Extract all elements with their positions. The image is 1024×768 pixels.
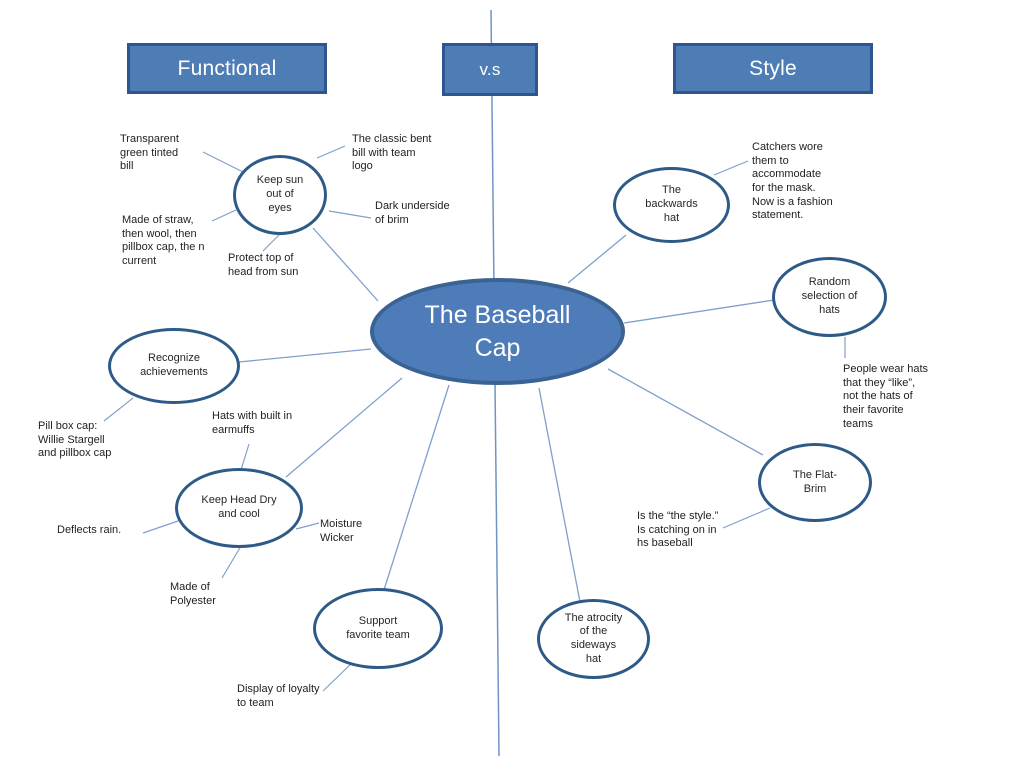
note-catchers: Catchers wore them to accommodate for th… — [752, 141, 833, 222]
connector-keep-sun-transparent-bill — [202, 151, 244, 173]
note-is-the-style: Is the “the style.” Is catching on in hs… — [637, 510, 719, 550]
note-people-wear: People wear hats that they “like”, not t… — [843, 363, 928, 430]
connector-keep-sun-classic-bill — [316, 145, 346, 159]
connector-central-support-team — [382, 384, 450, 594]
node-keep-head-dry: Keep Head Dry and cool — [175, 468, 303, 548]
connector-backwards-hat-catchers — [713, 160, 749, 176]
connector-central-flat-brim — [607, 368, 764, 456]
connector-keep-sun-made-straw — [211, 209, 237, 222]
connector-central-backwards-hat — [567, 234, 627, 284]
note-pillbox: Pill box cap: Willie Stargell and pillbo… — [38, 420, 112, 460]
node-atrocity-sideways: The atrocity of the sideways hat — [537, 599, 650, 679]
connector-keep-dry-moisture — [295, 522, 320, 530]
note-protect-top: Protect top of head from sun — [228, 252, 299, 278]
connector-central-keep-dry — [285, 377, 403, 478]
node-support-team: Support favorite team — [313, 588, 443, 669]
header-style: Style — [673, 43, 873, 94]
node-keep-sun: Keep sun out of eyes — [233, 155, 327, 235]
node-backwards-hat: The backwards hat — [613, 167, 730, 243]
node-random-hats: Random selection of hats — [772, 257, 887, 337]
node-flat-brim: The Flat- Brim — [758, 443, 872, 522]
connector-keep-sun-protect-top — [262, 233, 281, 252]
connector-keep-dry-deflects — [142, 519, 182, 534]
note-made-polyester: Made of Polyester — [170, 581, 216, 607]
note-made-straw: Made of straw, then wool, then pillbox c… — [122, 214, 205, 267]
connector-central-recognize — [238, 348, 372, 363]
connector-keep-dry-polyester — [221, 545, 242, 579]
connector-keep-sun-dark-underside — [328, 210, 372, 219]
note-moisture-wicker: Moisture Wicker — [320, 518, 363, 544]
connector-recognize-pillbox — [103, 397, 134, 422]
connector-flat-brim-is-style — [722, 507, 771, 529]
note-transparent-bill: Transparent green tinted bill — [120, 133, 179, 173]
note-display-loyalty: Display of loyalty to team — [237, 683, 320, 709]
node-central-baseball-cap: The Baseball Cap — [370, 278, 625, 385]
header-vs: v.s — [442, 43, 538, 96]
note-earmuffs: Hats with built in earmuffs — [212, 410, 293, 436]
connector-central-atrocity — [538, 387, 581, 603]
note-deflects-rain: Deflects rain. — [57, 524, 122, 536]
connector-support-team-display-loyalty — [322, 661, 354, 692]
node-recognize-achievements: Recognize achievements — [108, 328, 240, 404]
note-classic-bill: The classic bent bill with team logo — [352, 133, 432, 173]
connector-central-random-hats — [623, 299, 775, 324]
connector-central-keep-sun — [312, 227, 379, 302]
note-dark-underside: Dark underside of brim — [375, 200, 450, 226]
header-functional: Functional — [127, 43, 327, 94]
connector-keep-dry-earmuffs — [240, 443, 250, 471]
